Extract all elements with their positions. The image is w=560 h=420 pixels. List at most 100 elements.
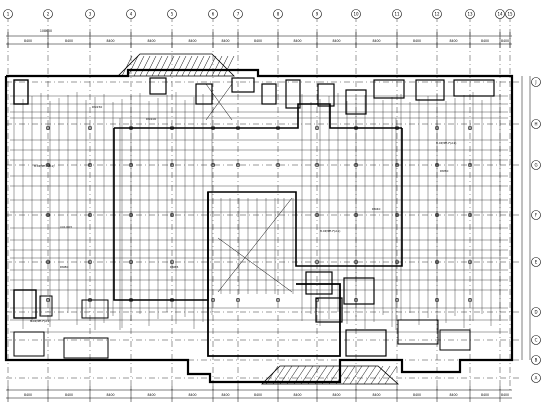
grid-bubble-label-top: 4 xyxy=(130,12,133,17)
room-lower-left-d xyxy=(63,337,109,359)
bay-dimension-bottom: 8400 xyxy=(65,393,73,397)
grid-bubble-label-right: F xyxy=(535,213,538,218)
hatch-line xyxy=(286,365,300,385)
grid-bubble-right xyxy=(531,119,541,129)
bay-dimension-top: 8400 xyxy=(413,39,421,43)
hatch-line xyxy=(205,55,217,77)
structural-column xyxy=(276,298,280,302)
grid-bubble-right xyxy=(531,77,541,87)
core-room-j xyxy=(453,79,495,97)
grid-bubble-top xyxy=(208,9,218,19)
structural-column xyxy=(315,298,319,302)
bay-dimension-top: 8400 xyxy=(188,39,196,43)
hatch-line xyxy=(363,365,377,385)
core-room-h xyxy=(373,79,405,99)
bay-dimension-top: 8400 xyxy=(332,39,340,43)
hatch-line xyxy=(151,55,163,77)
bay-dimension-bottom: 8400 xyxy=(413,393,421,397)
room-lower-mid-c xyxy=(343,277,375,305)
grid-bubble-right xyxy=(531,257,541,267)
room-label: 8.0P/PE-F(A1) xyxy=(30,319,50,323)
hatch-line xyxy=(199,55,211,77)
grid-bubble-top xyxy=(43,9,53,19)
room-lower-left-b xyxy=(39,295,53,317)
stair-core-lower-left xyxy=(13,289,37,319)
core-room-c xyxy=(231,77,255,93)
grid-bubble-top xyxy=(432,9,442,19)
grid-bubble-label-top: 7 xyxy=(237,12,240,17)
structural-column xyxy=(46,126,50,130)
grid-bubble-label-top: 3 xyxy=(89,12,92,17)
grid-bubble-right xyxy=(531,160,541,170)
grid-bubble-top xyxy=(392,9,402,19)
grid-bubble-right xyxy=(531,373,541,383)
grid-bubble-label-right: D xyxy=(534,310,537,315)
pipe-size-note: i=0.003 xyxy=(60,225,72,229)
bay-dimension-top: 8400 xyxy=(65,39,73,43)
inner-corridor-wall xyxy=(114,103,402,129)
grid-bubble-top xyxy=(312,9,322,19)
grid-bubble-label-top: 5 xyxy=(171,12,174,17)
grid-bubble-top xyxy=(273,9,283,19)
core-room-d xyxy=(261,83,277,105)
grid-bubble-top xyxy=(233,9,243,19)
bay-dimension-bottom: 8400 xyxy=(449,393,457,397)
bay-dimension-top: 8400 xyxy=(293,39,301,43)
room-labels: 8.0P/PE-F(A1)8.0P/PE-F(A1)8.0P/PE-F(A1)8… xyxy=(30,105,456,323)
opening-cross xyxy=(205,83,233,121)
hatch-line xyxy=(335,365,349,385)
pipe-size-note: DN40 xyxy=(372,207,380,211)
hatch-line xyxy=(217,55,229,77)
pipe-size-note: DN65 xyxy=(170,265,178,269)
hatch-line xyxy=(127,55,139,77)
grid-bubble-top xyxy=(465,9,475,19)
hatch-line xyxy=(349,365,363,385)
grid-bubble-label-top: 12 xyxy=(434,12,440,17)
central-void-wall xyxy=(207,192,341,357)
hatch-line xyxy=(377,365,391,385)
core-room-b xyxy=(195,83,213,105)
grid-bubble-top xyxy=(495,9,505,19)
room-lower-left-e xyxy=(13,331,45,357)
grid-bubble-right xyxy=(531,335,541,345)
bay-dimension-top: 8400 xyxy=(372,39,380,43)
hatch-line xyxy=(314,365,328,385)
hatch-line xyxy=(328,365,342,385)
hatch-line xyxy=(293,365,307,385)
bay-dimension-top: 8400 xyxy=(449,39,457,43)
bay-dimension-bottom: 8400 xyxy=(372,393,380,397)
stair-ramp-top xyxy=(117,53,235,77)
grid-bubble-label-top: 8 xyxy=(277,12,280,17)
hatch-line xyxy=(187,55,199,77)
grid-bubble-label-right: E xyxy=(535,260,538,265)
bay-dimension-top: 8400 xyxy=(221,39,229,43)
hatch-line xyxy=(370,365,384,385)
building-outline xyxy=(4,68,531,384)
grid-bubble-label-top: 14 xyxy=(497,12,503,17)
bay-dimension-bottom: 8400 xyxy=(254,393,262,397)
grid-bubble-label-right: H xyxy=(534,122,537,127)
grid-bubble-label-top: 2 xyxy=(47,12,50,17)
room-lower-mid-d xyxy=(345,329,387,357)
pipe-size-note: DN80 xyxy=(60,265,68,269)
grid-bubble-label-top: 9 xyxy=(316,12,319,17)
structural-column xyxy=(468,298,472,302)
hatch-line xyxy=(321,365,335,385)
structural-column xyxy=(88,126,92,130)
core-room-a xyxy=(149,77,167,95)
pipe-size-note: DN100 xyxy=(146,117,156,121)
core-room-i xyxy=(415,79,445,101)
grid-bubble-right xyxy=(531,307,541,317)
room-label: 8.0P/PE-F(A1) xyxy=(34,164,54,168)
sprinkler-pipe-network xyxy=(10,92,508,333)
grid-bubble-right xyxy=(531,210,541,220)
grid-bubble-top xyxy=(3,9,13,19)
atrium-wall xyxy=(113,128,403,301)
exterior-wall xyxy=(4,68,514,384)
grid-bubble-label-right: J xyxy=(534,80,536,85)
structural-column xyxy=(315,260,319,264)
grid-bubble-top xyxy=(167,9,177,19)
